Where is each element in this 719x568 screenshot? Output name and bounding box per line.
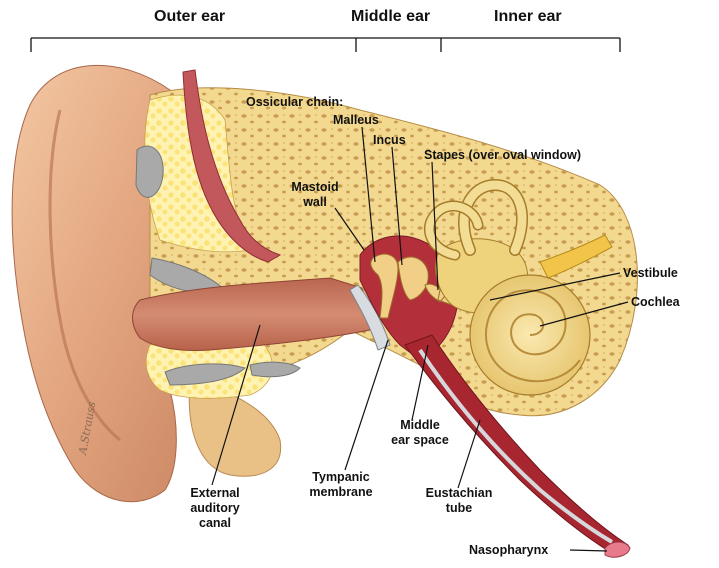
semicircular-canals [423,178,529,261]
cartilage-1 [135,145,164,198]
label-middle-ear-space-line1: Middle [400,418,440,432]
tympanic-membrane-shape [349,284,391,351]
label-eustachian-tube-line2: tube [445,501,473,515]
label-malleus: Malleus [333,113,379,127]
pinna-helix-fold [48,109,121,442]
label-ossicular-chain: Ossicular chain: [246,95,344,109]
label-cochlea: Cochlea [631,295,680,309]
label-tympanic-membrane-line1: Tympanic [312,470,370,484]
label-mastoid-wall-line2: wall [303,195,327,209]
label-incus: Incus [373,133,406,147]
label-stapes: Stapes (over oval window) [424,148,581,162]
label-external-auditory-canal: External auditory canal [177,486,253,531]
label-middle-ear-space-line2: ear space [391,433,449,447]
eustachian-tube-wall [418,348,614,544]
external-auditory-canal [132,277,371,351]
label-tympanic-membrane: Tympanic membrane [301,470,381,500]
label-eustachian-tube-line1: Eustachian [425,486,493,500]
label-tympanic-membrane-line2: membrane [309,485,373,499]
vessel-band [182,69,282,263]
cochlea-spiral [485,289,581,383]
header-inner-ear: Inner ear [494,8,562,25]
vestibulocochlear-nerve [539,234,613,279]
label-external-canal-line2: auditory [190,501,240,515]
nasopharynx-opening [604,541,631,558]
pinna-lobule [188,379,282,477]
header-middle-ear: Middle ear [351,8,431,25]
label-middle-ear-space: Middle ear space [382,418,458,448]
label-mastoid-wall-line1: Mastoid [291,180,339,194]
label-nasopharynx: Nasopharynx [469,543,549,557]
label-eustachian-tube: Eustachian tube [414,486,504,516]
section-brackets [30,37,621,52]
incus-bone [397,256,429,301]
label-vestibule: Vestibule [623,266,678,280]
malleus-bone [370,253,399,319]
label-mastoid-wall: Mastoid wall [283,180,347,210]
cartilage-4 [249,361,301,378]
leader-lines [211,126,629,552]
cartilage-3 [164,363,246,386]
label-external-canal-line1: External [190,486,240,500]
header-outer-ear: Outer ear [154,8,226,25]
label-external-canal-line3: canal [199,516,231,530]
